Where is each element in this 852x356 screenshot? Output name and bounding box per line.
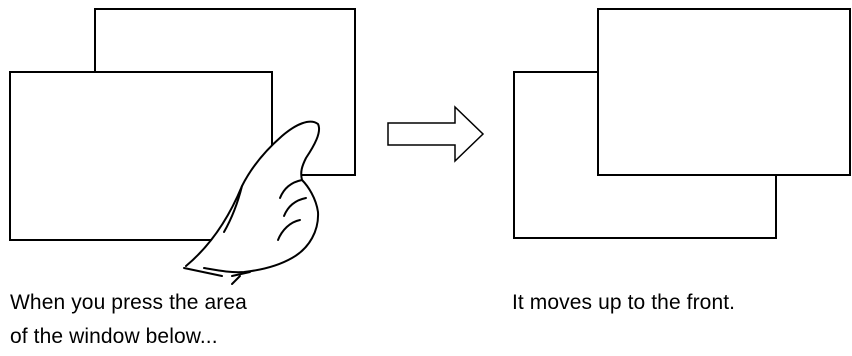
right-arrow-icon [387,105,485,163]
caption-after: It moves up to the front. [512,286,735,320]
caption-before-line-1: When you press the area [10,291,247,314]
before-panel [9,8,356,285]
caption-before-line-2: of the window below... [10,325,218,348]
front-window-before [9,71,273,241]
caption-before: When you press the area of the window be… [10,286,247,354]
after-panel [513,8,851,239]
caption-after-line-1: It moves up to the front. [512,291,736,314]
pointing-hand-icon [183,120,320,285]
front-window-after [597,8,851,176]
